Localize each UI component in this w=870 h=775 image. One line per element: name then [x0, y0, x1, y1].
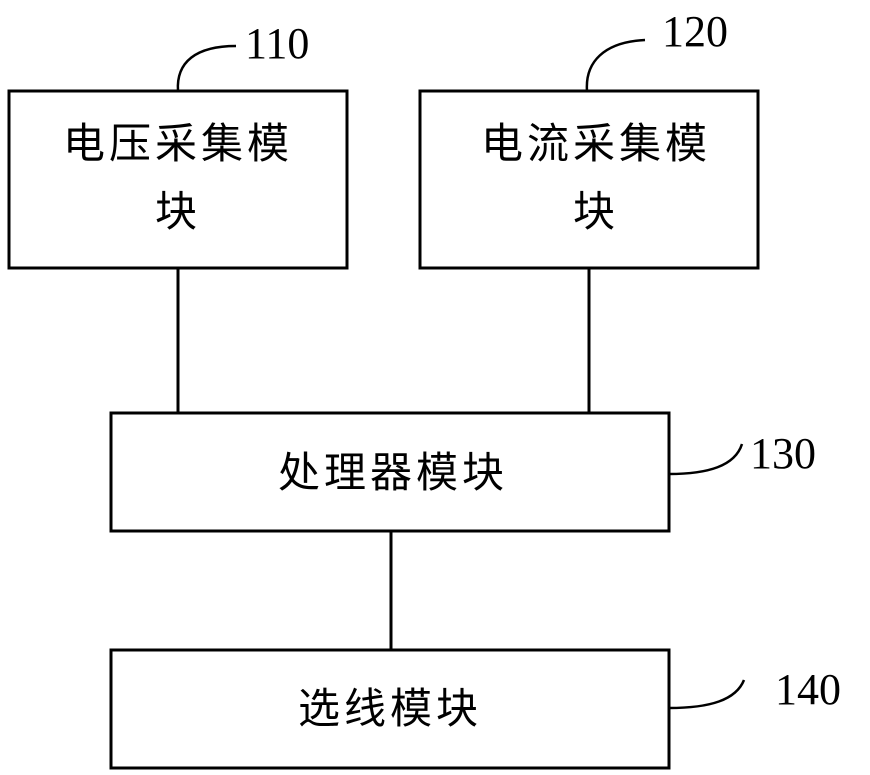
line-selection-module: 选线模块 140	[109, 648, 841, 770]
processor-module-label: 处理器模块	[278, 448, 508, 497]
current-acquisition-module: 电流采集模 块 120	[418, 7, 760, 270]
processor-module: 处理器模块 130	[109, 411, 816, 533]
line-select-ref-number: 140	[775, 665, 841, 714]
voltage-module-box	[7, 89, 349, 270]
current-ref-leader	[585, 38, 646, 92]
current-module-label-line2: 块	[573, 187, 619, 236]
voltage-module-label-line2: 块	[155, 187, 201, 236]
voltage-ref-leader	[176, 44, 237, 92]
line-select-module-box	[109, 648, 671, 770]
voltage-ref-number: 110	[245, 19, 309, 68]
voltage-acquisition-module: 电压采集模 块 110	[7, 19, 349, 270]
current-ref-number: 120	[662, 7, 728, 56]
current-module-box	[418, 89, 760, 270]
voltage-module-label-line1: 电压采集模	[63, 119, 293, 168]
current-module-label-line1: 电流采集模	[481, 119, 711, 168]
processor-module-box	[109, 411, 671, 533]
line-select-module-label: 选线模块	[298, 684, 482, 733]
processor-ref-leader	[668, 443, 744, 476]
processor-ref-number: 130	[750, 429, 816, 478]
line-select-ref-leader	[668, 679, 746, 710]
